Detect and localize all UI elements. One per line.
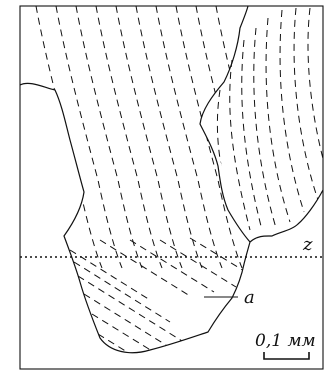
grain-boundary-center (199, 5, 251, 243)
label-a: a (244, 287, 255, 308)
grain-boundary-right (249, 189, 324, 243)
grain-right-hatching (216, 7, 323, 231)
grain-a-boundary (19, 82, 251, 354)
scale-bar (263, 352, 310, 360)
grain-a-hatching (35, 6, 250, 353)
label-z: z (302, 234, 313, 255)
figure-frame (19, 5, 324, 370)
scale-bar-label: 0,1 мм (255, 331, 316, 351)
